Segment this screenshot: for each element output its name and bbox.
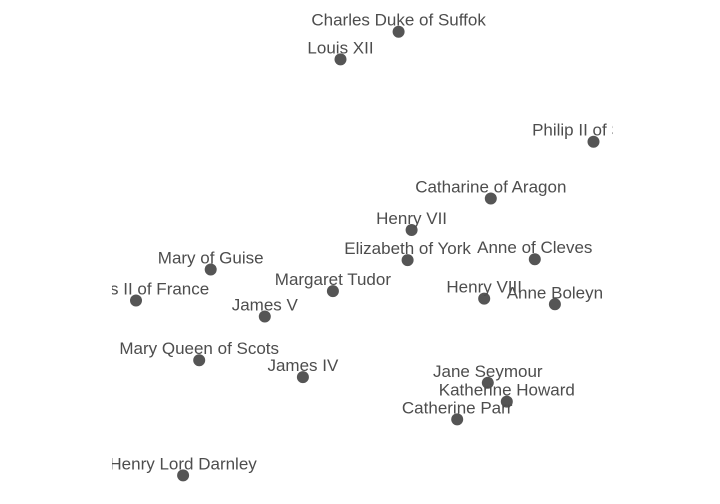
point-label: Anne Boleyn	[507, 283, 603, 302]
data-point	[296, 371, 309, 384]
point-label: Katherine Howard	[439, 381, 575, 400]
point-label: Catharine of Aragon	[415, 178, 566, 197]
point-label: Mary Queen of Scots	[119, 339, 279, 358]
point-label: Mary of Guise	[158, 249, 264, 268]
point-label: Jane Seymour	[433, 362, 543, 381]
data-point	[258, 310, 271, 323]
point-label: Francis II of France	[63, 280, 209, 299]
point-label: James IV	[267, 356, 339, 375]
data-point	[587, 135, 600, 148]
data-point	[193, 354, 206, 367]
point-label: Catherine Parr	[402, 398, 513, 417]
data-point	[392, 25, 405, 38]
point-label: Henry VIII	[446, 278, 522, 297]
data-point	[528, 253, 541, 266]
data-point	[451, 413, 464, 426]
point-label: Henry VII	[376, 209, 447, 228]
point-label: Margaret Tudor	[275, 270, 392, 289]
data-point	[326, 285, 339, 298]
point-label: Henry Lord Darnley	[109, 454, 257, 473]
data-point	[484, 192, 497, 205]
point-label: James V	[232, 296, 299, 315]
data-point	[478, 292, 491, 305]
point-label: Elizabeth of York	[344, 239, 471, 258]
data-point	[130, 294, 142, 307]
point-label: Charles Duke of Suffok	[311, 11, 486, 30]
data-point	[481, 376, 494, 389]
point-label: Anne of Cleves	[477, 238, 592, 257]
data-point	[548, 298, 561, 311]
data-point	[500, 395, 513, 408]
point-label: Louis XII	[307, 38, 373, 57]
data-point	[405, 224, 418, 236]
data-point	[401, 254, 414, 267]
data-point	[204, 263, 217, 276]
point-label: Philip II of Spain	[532, 121, 655, 140]
data-point	[177, 469, 190, 482]
data-point	[334, 53, 347, 66]
